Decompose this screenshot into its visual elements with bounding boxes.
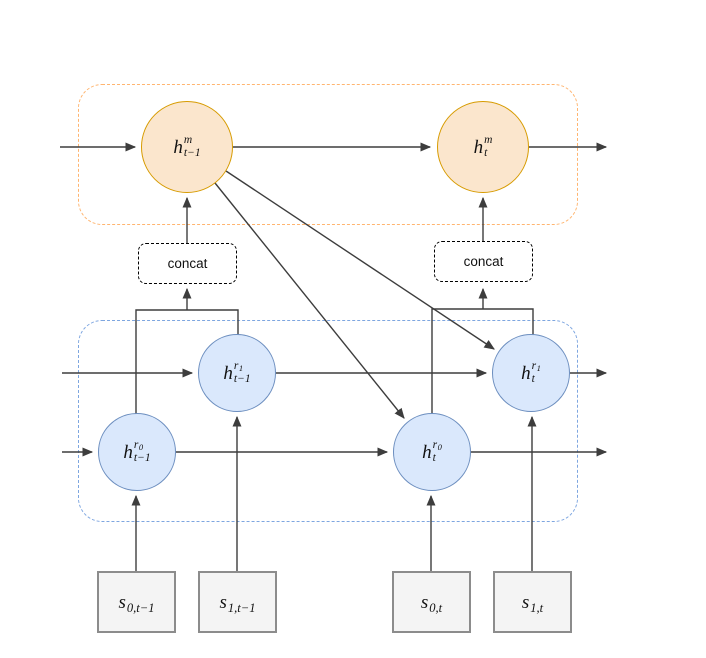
hr1-t-base: h: [521, 362, 531, 384]
hm-t-node: h m t: [437, 101, 529, 193]
arrow-hm-prev-to-hr0-t: [214, 182, 405, 419]
memory-layer-group: [78, 84, 578, 225]
concat-right-label: concat: [463, 254, 504, 269]
hm-t-base: h: [473, 136, 484, 158]
hr0-prev-base: h: [123, 441, 133, 463]
hm-prev-label: h m t−1: [173, 134, 200, 159]
hm-prev-node: h m t−1: [141, 101, 233, 193]
hm-prev-base: h: [173, 136, 183, 158]
recurrent-layer-group: [78, 320, 578, 522]
hr0-t-base: h: [422, 441, 432, 463]
concat-left-label: concat: [167, 256, 208, 271]
hm-t-scripts: m t: [484, 134, 493, 159]
hm-t-label: h m t: [474, 134, 493, 159]
concat-left-box: concat: [138, 243, 237, 284]
hm-prev-scripts: m t−1: [183, 134, 201, 159]
hr1-prev-base: h: [223, 362, 233, 384]
concat-right-box: concat: [434, 241, 533, 282]
arrow-hm-prev-to-hr1-t: [225, 170, 495, 350]
